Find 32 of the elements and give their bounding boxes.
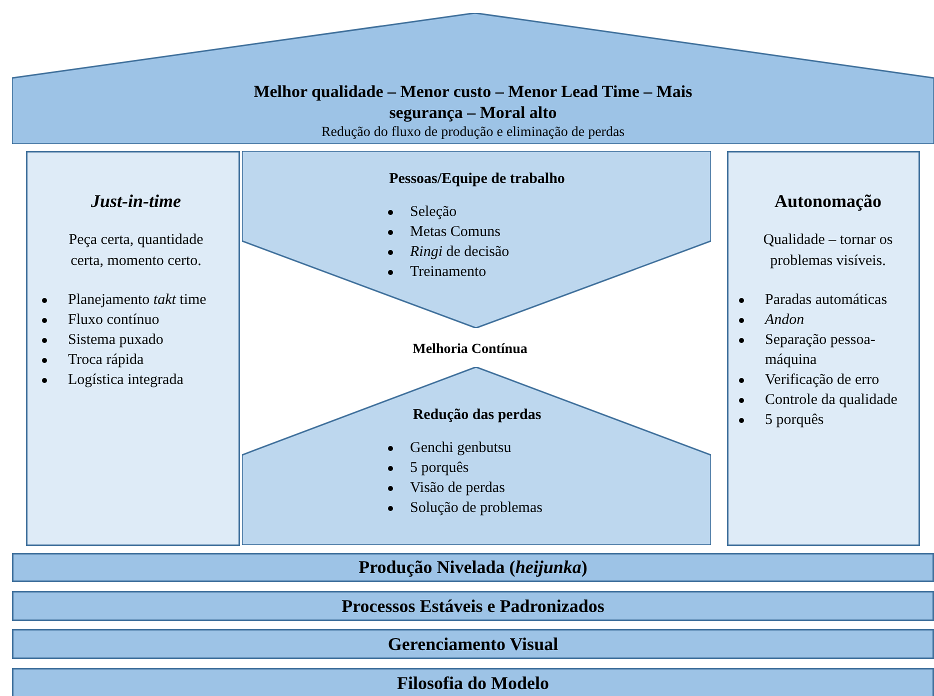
bullet-item: Paradas automáticas	[733, 290, 923, 310]
bullet-item: Sistema puxado	[36, 330, 211, 350]
bullet-item: Planejamento takt time	[36, 290, 211, 310]
roof-subtitle: Redução do fluxo de produção e eliminação de perdas	[320, 124, 626, 142]
band-title: Processos Estáveis e Padronizados	[342, 596, 604, 616]
bullet-item: Logística integrada	[36, 370, 211, 390]
bullet-item: Treinamento	[382, 262, 562, 282]
bullet-item: Ringi de decisão	[382, 242, 562, 262]
bullet-item: Seleção	[382, 202, 562, 222]
bullet-item: 5 porquês	[733, 410, 923, 430]
bullet-item: Controle da qualidade	[733, 390, 923, 410]
bullet-item: Verificação de erro	[733, 370, 923, 390]
section-heading: Redução das perdas	[412, 407, 542, 424]
band-title: Filosofia do Modelo	[397, 672, 549, 694]
bullet-item: Fluxo contínuo	[36, 310, 211, 330]
pillar-description: Qualidade – tornar os problemas visíveis.	[762, 231, 894, 271]
band-title: Gerenciamento Visual	[388, 634, 558, 654]
bullet-item: Andon	[733, 310, 923, 330]
pillar-heading: Autonomação	[774, 191, 882, 212]
section-heading: Pessoas/Equipe de trabalho	[388, 171, 566, 188]
bullet-item: Genchi genbutsu	[382, 438, 562, 458]
bullet-item: Separação pessoa-máquina	[733, 330, 923, 370]
roof-title: Melhor qualidade – Menor custo – Menor Lead Time – Mais segurança – Moral alto	[252, 81, 694, 123]
pillar-heading: Just-in-time	[90, 191, 182, 212]
bullet-item: 5 porquês	[382, 458, 562, 478]
bullet-item: Metas Comuns	[382, 222, 562, 242]
band-title: Produção Nivelada (heijunka)	[358, 557, 588, 578]
pillar-description: Peça certa, quantidade certa, momento certo.	[68, 231, 204, 271]
bullet-item: Troca rápida	[36, 350, 211, 370]
center-label: Melhoria Contínua	[412, 342, 528, 358]
bullet-item: Solução de problemas	[382, 498, 562, 518]
bullet-item: Visão de perdas	[382, 478, 562, 498]
